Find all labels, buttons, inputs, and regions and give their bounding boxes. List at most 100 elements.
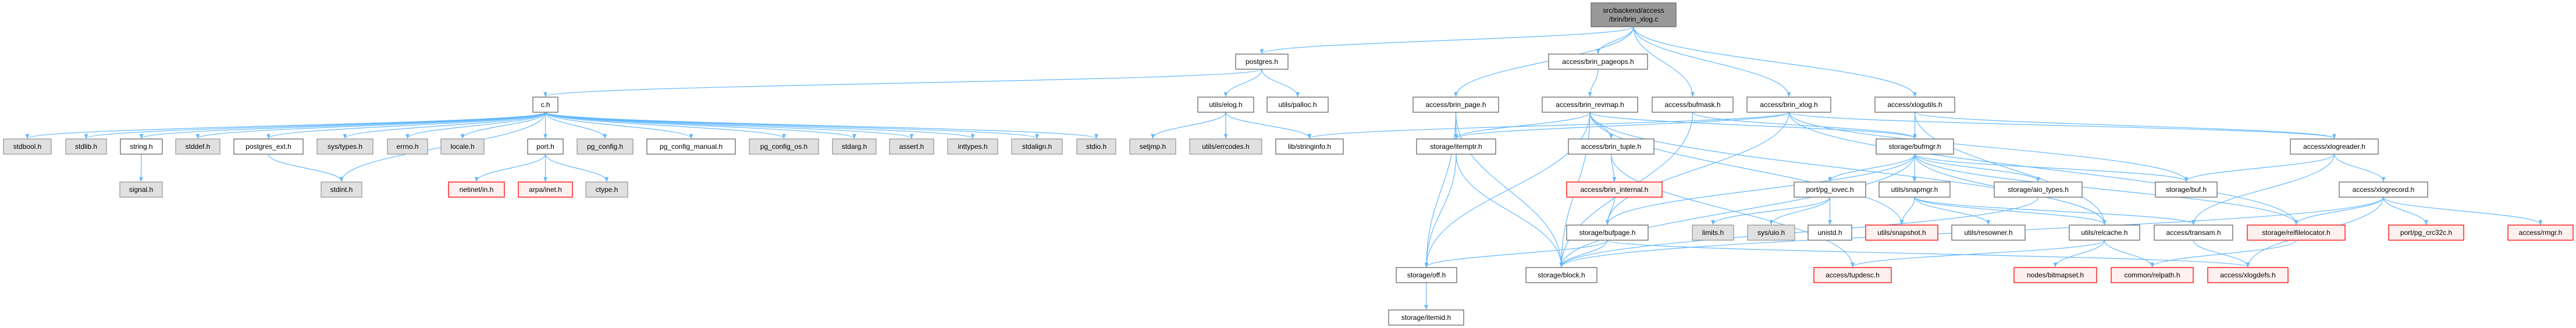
graph-node-stdarg[interactable]: stdarg.h bbox=[832, 138, 877, 155]
graph-node-postgres-ext[interactable]: postgres_ext.h bbox=[233, 138, 304, 155]
node-label: utils/snapmgr.h bbox=[1891, 186, 1938, 194]
graph-node-tupdesc[interactable]: access/tupdesc.h bbox=[1813, 267, 1892, 283]
graph-node-netinet[interactable]: netinet/in.h bbox=[448, 181, 505, 198]
node-label: src/backend/access bbox=[1603, 6, 1664, 15]
node-box bbox=[518, 181, 573, 198]
edge-itemptr-to-block bbox=[1456, 154, 1564, 268]
node-box bbox=[1808, 224, 1852, 241]
graph-node-signal[interactable]: signal.h bbox=[119, 181, 163, 198]
graph-node-stringinfo[interactable]: lib/stringinfo.h bbox=[1275, 138, 1344, 155]
graph-node-brin-tuple[interactable]: access/brin_tuple.h bbox=[1568, 138, 1655, 155]
graph-node-stdint[interactable]: stdint.h bbox=[321, 181, 362, 198]
graph-node-off[interactable]: storage/off.h bbox=[1396, 267, 1457, 283]
graph-node-brin-revmap[interactable]: access/brin_revmap.h bbox=[1542, 97, 1638, 113]
node-box bbox=[1542, 97, 1638, 113]
graph-node-brin-internal[interactable]: access/brin_internal.h bbox=[1566, 181, 1663, 198]
node-label: port.h bbox=[536, 142, 554, 151]
graph-node-bufpage[interactable]: storage/bufpage.h bbox=[1566, 224, 1649, 241]
node-box bbox=[1878, 181, 1951, 198]
node-label: errno.h bbox=[396, 142, 418, 151]
node-box bbox=[1076, 138, 1116, 155]
node-box bbox=[1416, 138, 1496, 155]
graph-node-snapmgr[interactable]: utils/snapmgr.h bbox=[1878, 181, 1951, 198]
graph-node-setjmp[interactable]: setjmp.h bbox=[1129, 138, 1176, 155]
graph-node-c[interactable]: c.h bbox=[532, 97, 558, 113]
graph-node-palloc[interactable]: utils/palloc.h bbox=[1266, 97, 1329, 113]
graph-node-bufmask[interactable]: access/bufmask.h bbox=[1652, 97, 1734, 113]
edge-c-to-stdarg bbox=[545, 112, 856, 139]
graph-node-port[interactable]: port.h bbox=[527, 138, 564, 155]
graph-node-pg-iovec[interactable]: port/pg_iovec.h bbox=[1794, 181, 1866, 198]
edge-c-to-stddef bbox=[195, 112, 546, 139]
node-label: string.h bbox=[130, 142, 152, 151]
node-label: sys/types.h bbox=[328, 142, 362, 151]
graph-node-brin-page[interactable]: access/brin_page.h bbox=[1412, 97, 1499, 113]
node-label: storage/itemptr.h bbox=[1430, 142, 1482, 151]
edge-port-to-ctype bbox=[545, 154, 609, 182]
node-box bbox=[532, 97, 558, 113]
graph-node-pg-crc32c[interactable]: port/pg_crc32c.h bbox=[2388, 224, 2464, 241]
graph-node-stdalign[interactable]: stdalign.h bbox=[1011, 138, 1063, 155]
graph-node-assert[interactable]: assert.h bbox=[889, 138, 934, 155]
graph-node-stdbool[interactable]: stdbool.h bbox=[3, 138, 52, 155]
graph-node-resowner[interactable]: utils/resowner.h bbox=[1951, 224, 2026, 241]
graph-node-string[interactable]: string.h bbox=[120, 138, 163, 155]
graph-node-relpath[interactable]: common/relpath.h bbox=[2111, 267, 2194, 283]
graph-node-pg-config-os[interactable]: pg_config_os.h bbox=[749, 138, 819, 155]
graph-node-pg-config-manual[interactable]: pg_config_manual.h bbox=[646, 138, 736, 155]
node-label: storage/block.h bbox=[1538, 271, 1585, 279]
graph-node-locale[interactable]: locale.h bbox=[440, 138, 485, 155]
graph-node-stdlib[interactable]: stdlib.h bbox=[65, 138, 107, 155]
edge-brin_xlog-to-stringinfo bbox=[1307, 112, 1789, 139]
graph-node-brin-xlog[interactable]: access/brin_xlog.h bbox=[1746, 97, 1831, 113]
graph-node-aio-types[interactable]: storage/aio_types.h bbox=[1994, 181, 2083, 198]
graph-node-xlogreader[interactable]: access/xlogreader.h bbox=[2290, 138, 2379, 155]
node-box bbox=[387, 138, 428, 155]
graph-node-errcodes[interactable]: utils/errcodes.h bbox=[1189, 138, 1262, 155]
edge-c-to-systypes bbox=[343, 112, 546, 139]
edge-xlogreader-to-xlogrecord bbox=[2333, 154, 2386, 182]
edge-snapmgr-to-relcache bbox=[1914, 197, 2107, 225]
graph-node-relcache[interactable]: utils/relcache.h bbox=[2069, 224, 2140, 241]
graph-node-stddef[interactable]: stddef.h bbox=[175, 138, 220, 155]
node-box bbox=[1011, 138, 1063, 155]
node-label: storage/aio_types.h bbox=[2008, 186, 2069, 194]
graph-node-xlogutils[interactable]: access/xlogutils.h bbox=[1874, 97, 1955, 113]
edge-relcache-to-relpath bbox=[2104, 240, 2154, 268]
graph-node-unistd[interactable]: unistd.h bbox=[1808, 224, 1852, 241]
edge-c-to-inttypes bbox=[545, 112, 975, 139]
graph-node-xlogrecord[interactable]: access/xlogrecord.h bbox=[2339, 181, 2428, 198]
graph-node-limits[interactable]: limits.h bbox=[1692, 224, 1734, 241]
graph-node-relfilelocator[interactable]: storage/relfilelocator.h bbox=[2247, 224, 2346, 241]
graph-node-elog[interactable]: utils/elog.h bbox=[1197, 97, 1254, 113]
node-label: utils/relcache.h bbox=[2081, 229, 2127, 237]
graph-node-itemptr[interactable]: storage/itemptr.h bbox=[1416, 138, 1496, 155]
graph-node-postgres[interactable]: postgres.h bbox=[1235, 54, 1289, 70]
graph-node-systypes[interactable]: sys/types.h bbox=[316, 138, 373, 155]
graph-node-snapshot[interactable]: utils/snapshot.h bbox=[1865, 224, 1938, 241]
edge-off-to-itemid bbox=[1424, 282, 1428, 310]
graph-node-rmgr[interactable]: access/rmgr.h bbox=[2507, 224, 2574, 241]
graph-node-itemid[interactable]: storage/itemid.h bbox=[1388, 309, 1464, 326]
graph-node-pg-config[interactable]: pg_config.h bbox=[577, 138, 634, 155]
graph-node-buf[interactable]: storage/buf.h bbox=[2155, 181, 2218, 198]
edge-root-to-xlogutils bbox=[1633, 26, 1917, 97]
graph-node-bufmgr[interactable]: storage/bufmgr.h bbox=[1876, 138, 1954, 155]
graph-node-errno[interactable]: errno.h bbox=[387, 138, 428, 155]
graph-node-brin-pageops[interactable]: access/brin_pageops.h bbox=[1548, 54, 1648, 70]
graph-node-ctype[interactable]: ctype.h bbox=[585, 181, 628, 198]
graph-node-transam[interactable]: access/transam.h bbox=[2154, 224, 2233, 241]
edge-brin_internal-to-bufpage bbox=[1605, 197, 1615, 225]
graph-node-sysuio[interactable]: sys/uio.h bbox=[1747, 224, 1795, 241]
node-label: signal.h bbox=[129, 186, 153, 194]
graph-node-inttypes[interactable]: inttypes.h bbox=[947, 138, 998, 155]
node-box bbox=[1235, 54, 1289, 70]
graph-node-xlogdefs[interactable]: access/xlogdefs.h bbox=[2207, 267, 2289, 283]
node-label: nodes/bitmapset.h bbox=[2027, 271, 2084, 279]
graph-node-arpainet[interactable]: arpa/inet.h bbox=[518, 181, 573, 198]
graph-node-stdio[interactable]: stdio.h bbox=[1076, 138, 1116, 155]
graph-node-bitmapset[interactable]: nodes/bitmapset.h bbox=[2013, 267, 2097, 283]
edge-brin_revmap-to-brin_tuple bbox=[1589, 112, 1613, 139]
graph-root-node[interactable]: src/backend/access/brin/brin_xlog.c bbox=[1591, 2, 1677, 27]
graph-node-block[interactable]: storage/block.h bbox=[1525, 267, 1597, 283]
